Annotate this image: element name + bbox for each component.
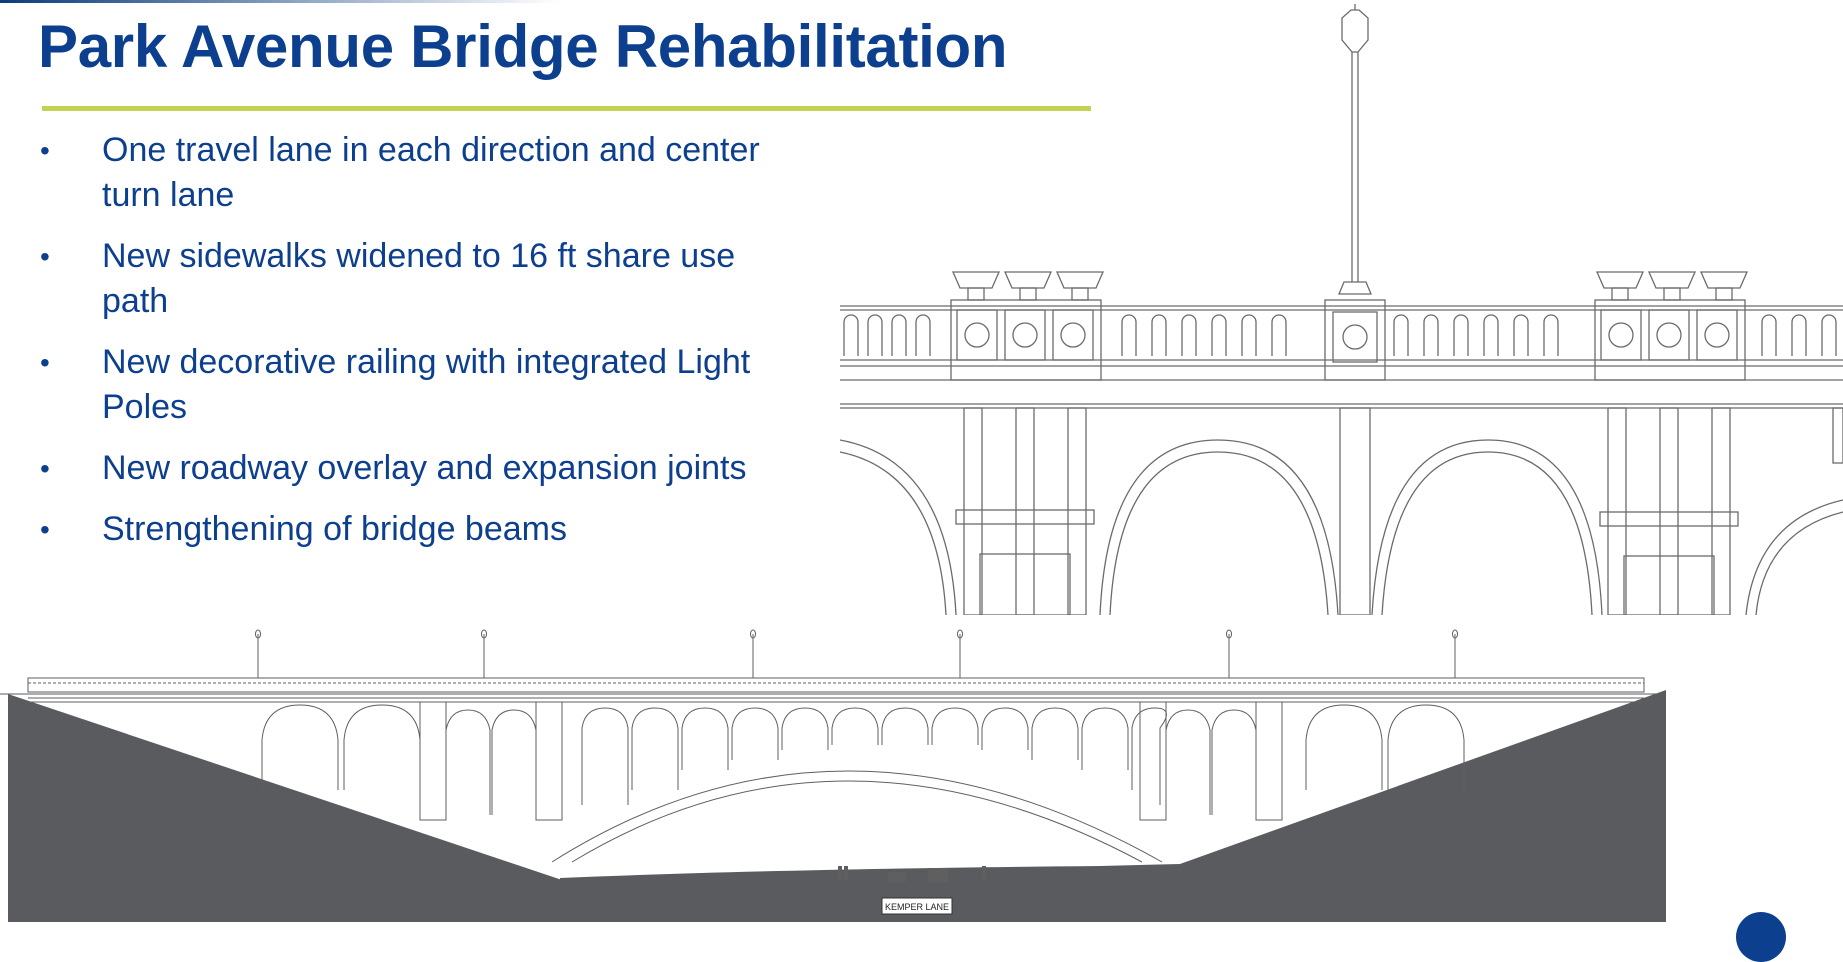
bullet-text: One travel lane in each direction and ce… [102, 131, 760, 214]
title-underline [42, 106, 1091, 111]
deck-light-poles [255, 629, 1458, 678]
railing-detail-drawing [839, 4, 1843, 615]
kemper-lane-label: KEMPER LANE [881, 897, 953, 915]
bullet-marker: • [40, 514, 50, 545]
bullet-item: • New roadway overlay and expansion joint… [40, 446, 780, 491]
main-arch [551, 770, 1163, 863]
valley-ground [8, 694, 568, 922]
bullet-text: New sidewalks widened to 16 ft share use… [102, 237, 736, 320]
valley-ground [560, 690, 1666, 922]
arches [839, 439, 1843, 615]
bullet-text: New roadway overlay and expansion joints [102, 449, 747, 487]
pilaster-center [1324, 299, 1386, 381]
bullet-item: • One travel lane in each direction and c… [40, 128, 780, 218]
pilaster-left [950, 271, 1104, 381]
bullet-text: Strengthening of bridge beams [102, 510, 567, 548]
main-piers [419, 701, 1283, 821]
bullet-text: New decorative railing with integrated L… [102, 343, 751, 426]
bullet-item: • New decorative railing with integrated … [40, 340, 780, 430]
bullet-marker: • [40, 347, 50, 378]
bullet-marker: • [40, 453, 50, 484]
top-accent-bar [0, 0, 560, 3]
bridge-elevation-drawing: KEMPER LANE [0, 629, 1666, 922]
slide-logo-circle [1736, 912, 1786, 962]
bullet-item: • Strengthening of bridge beams [40, 507, 780, 552]
bullet-marker: • [40, 241, 50, 272]
balusters [843, 314, 1837, 356]
piers [955, 407, 1843, 615]
bullet-list: • One travel lane in each direction and c… [40, 128, 780, 568]
bridge-deck [27, 677, 1645, 703]
page-title: Park Avenue Bridge Rehabilitation [38, 13, 1008, 80]
road-label: KEMPER LANE [885, 902, 949, 912]
bullet-marker: • [40, 135, 50, 166]
road-figures [838, 866, 986, 882]
light-pole-detail [1338, 4, 1372, 295]
pilaster-right [1594, 271, 1748, 381]
spandrel-arches [261, 704, 1465, 815]
bullet-item: • New sidewalks widened to 16 ft share us… [40, 234, 780, 324]
